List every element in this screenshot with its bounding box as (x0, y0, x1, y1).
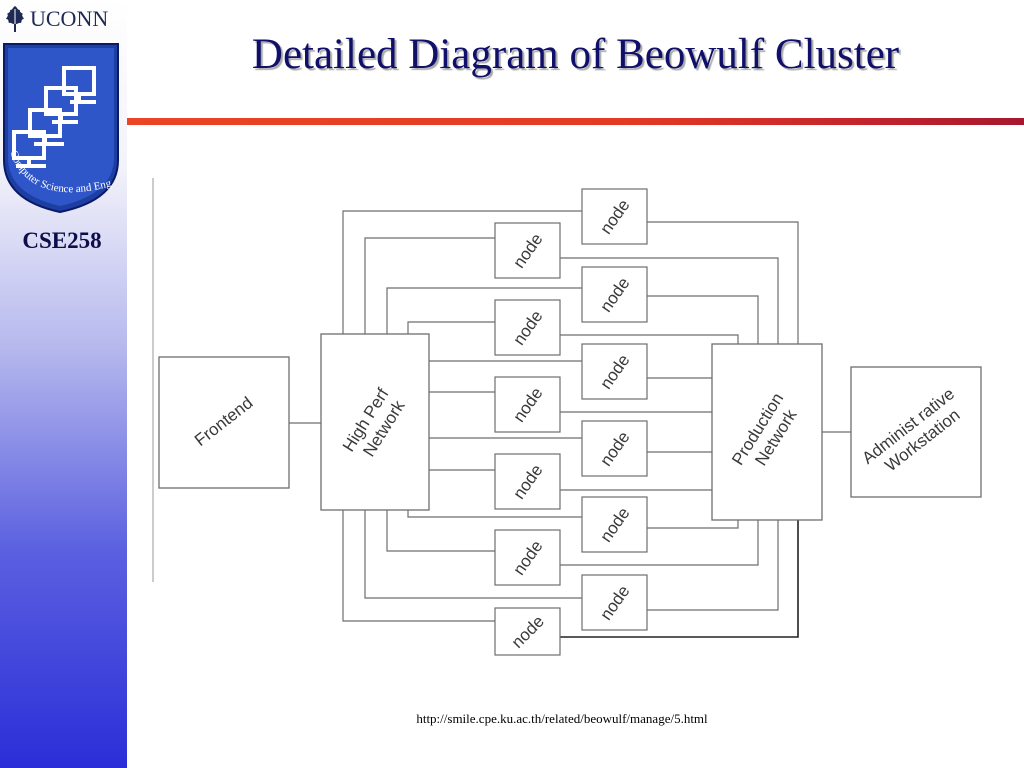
brand: UCONN (3, 4, 108, 34)
source-link[interactable]: http://smile.cpe.ku.ac.th/related/beowul… (416, 711, 708, 726)
slide-title: Detailed Diagram of Beowulf Cluster (251, 31, 900, 78)
compute-nodes: node node node node node node node node (494, 188, 648, 656)
title-divider (127, 118, 1024, 125)
computer-network-shield-icon: Computer Science and Engineering (0, 40, 119, 214)
diagram-connections (289, 210, 851, 622)
compute-node: node (581, 188, 648, 245)
high-perf-network-box: High Perf Network (320, 333, 430, 511)
compute-node: node (494, 607, 561, 656)
frontend-box: Frontend (158, 356, 290, 489)
compute-node: node (494, 376, 561, 433)
compute-node: node (494, 453, 561, 510)
oak-leaf-icon (6, 6, 24, 32)
compute-node: node (494, 222, 561, 279)
compute-node: node (494, 529, 561, 586)
production-network-box: Production Network (711, 343, 823, 521)
compute-node: node (581, 420, 648, 477)
bottom-node-link (560, 520, 799, 638)
admin-workstation-box: Administ rative Workstation (850, 366, 982, 498)
brand-name: UCONN (30, 6, 109, 31)
beowulf-cluster-diagram: Frontend High Perf Network Production Ne… (152, 178, 982, 656)
compute-node: node (581, 266, 648, 323)
compute-node: node (581, 343, 648, 400)
compute-node: node (494, 299, 561, 356)
compute-node: node (581, 574, 648, 631)
compute-node: node (581, 496, 648, 553)
course-code: CSE258 (22, 228, 102, 253)
sidebar: UCONN Computer Science and Engineering C… (0, 0, 127, 768)
